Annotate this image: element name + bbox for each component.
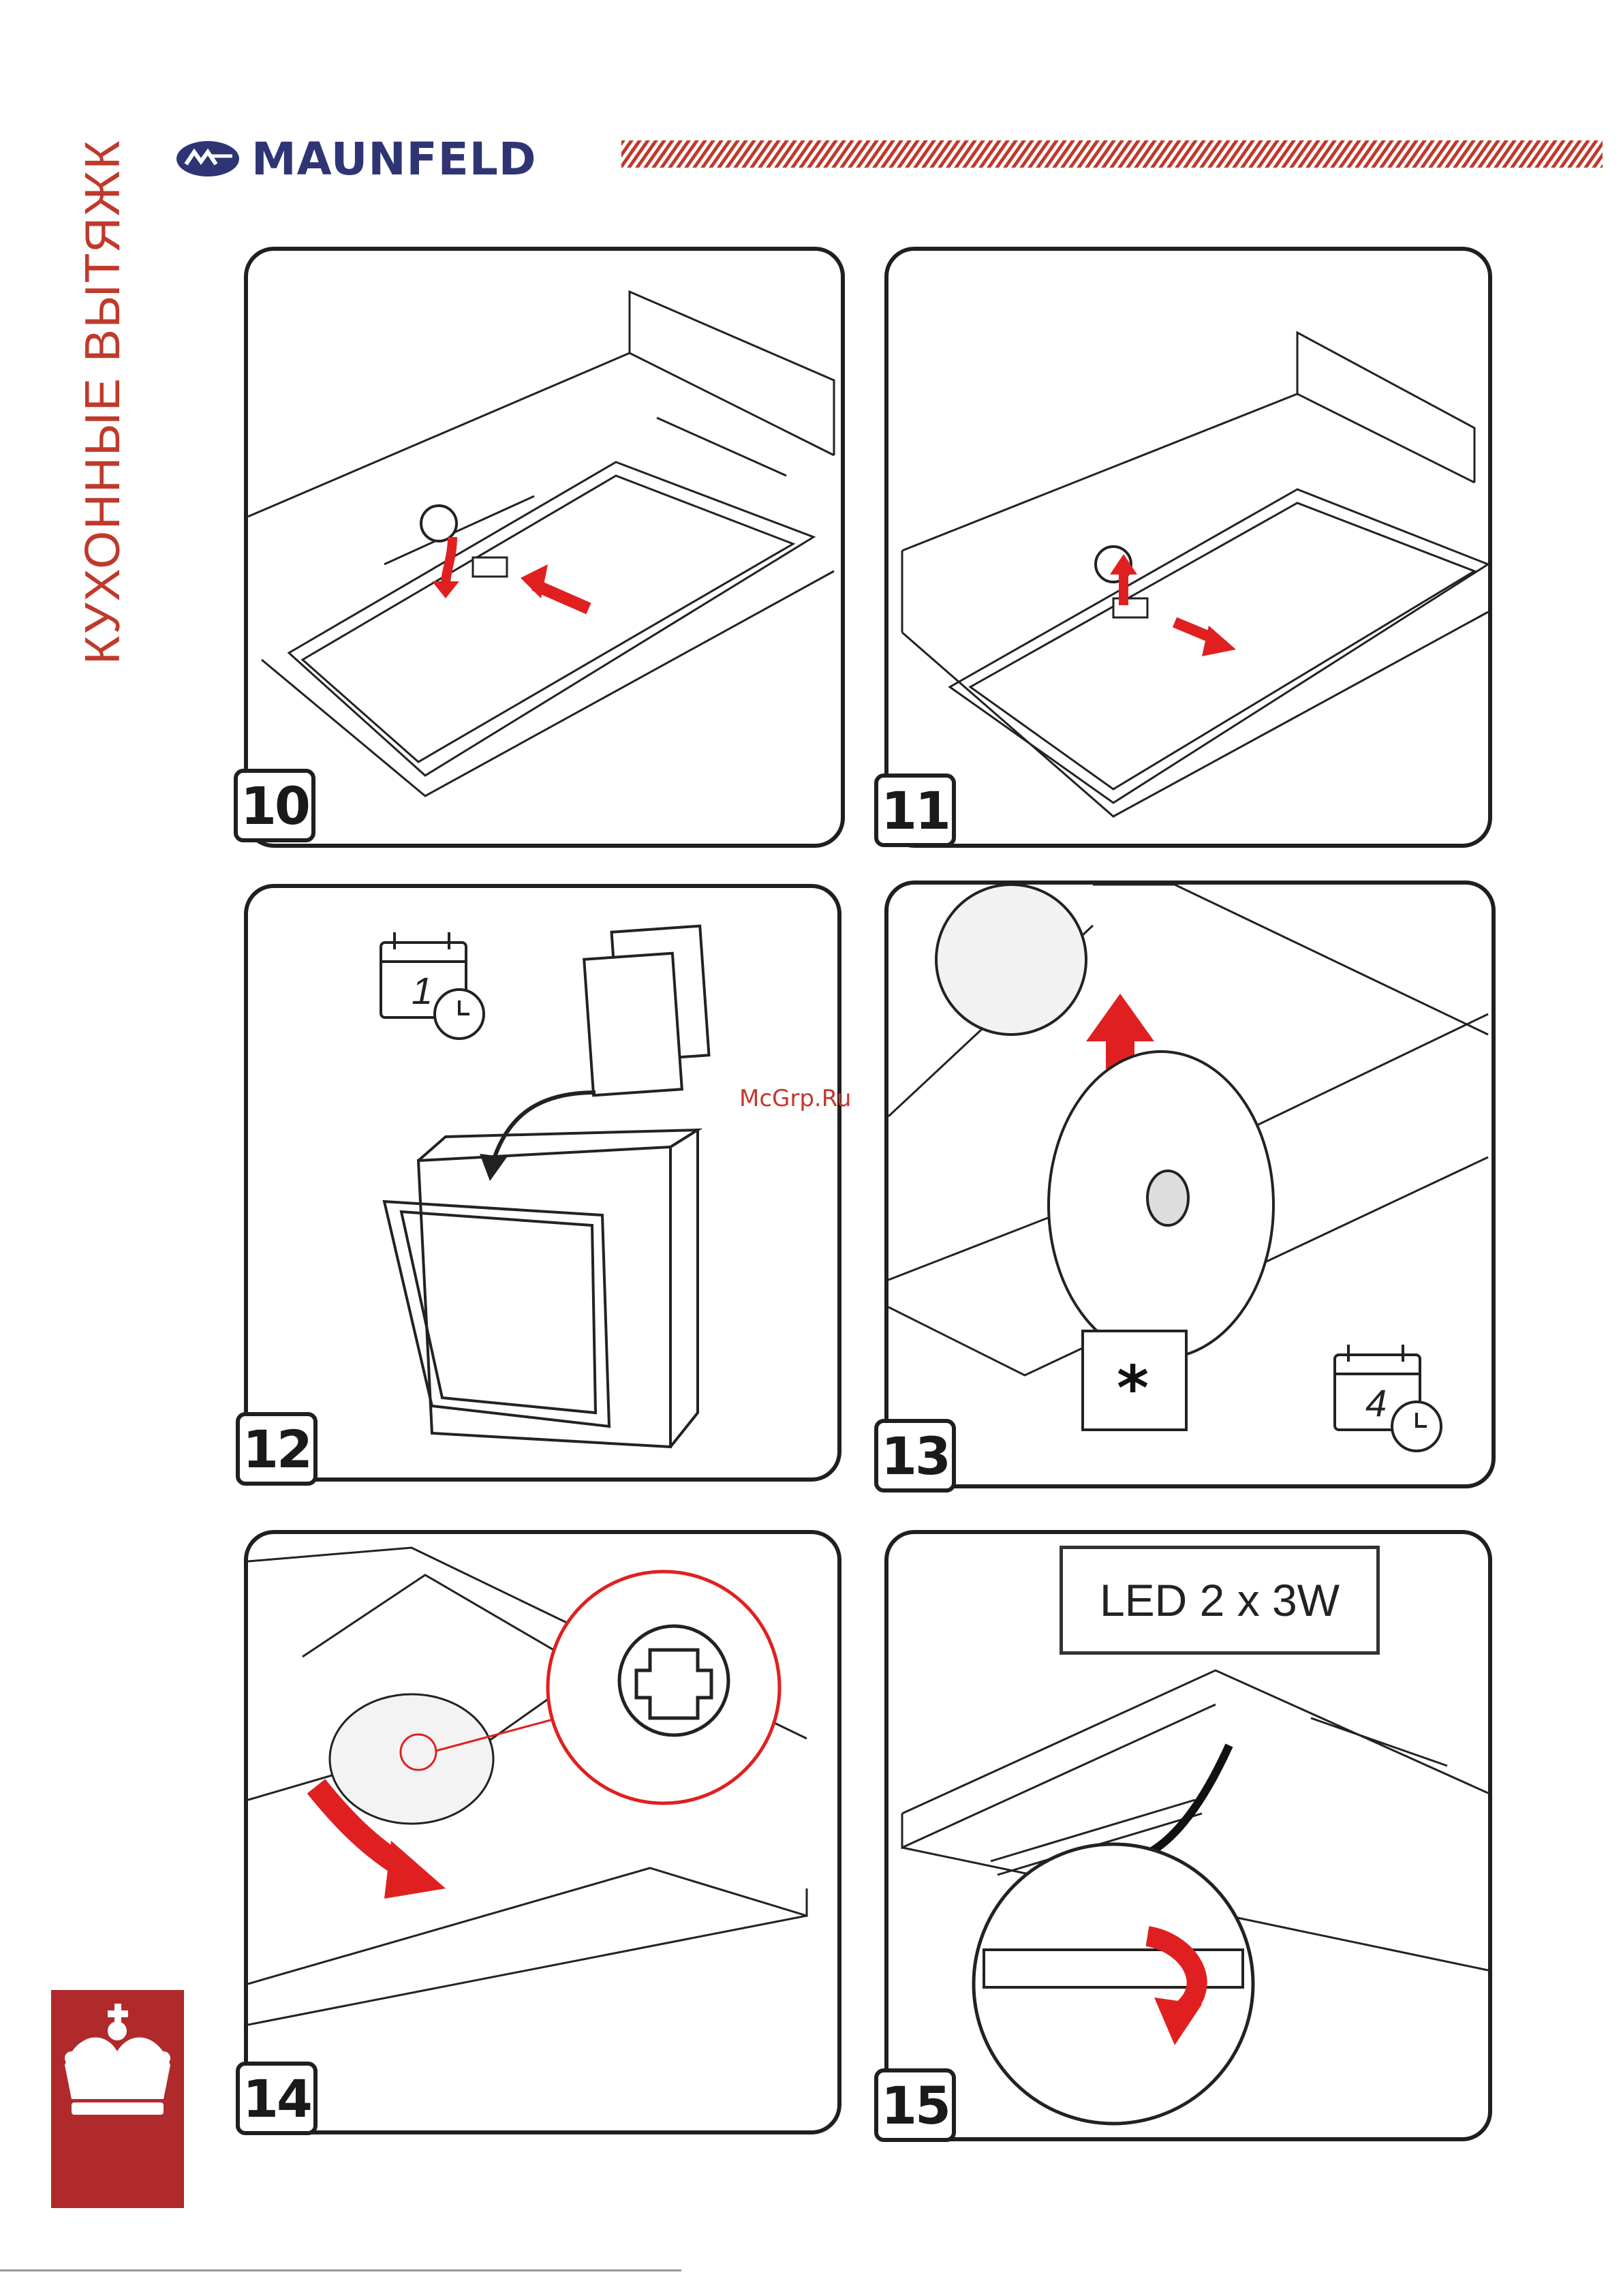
step-number-13: 13	[874, 1419, 956, 1493]
header-hatch-bar	[621, 140, 1603, 168]
brand-name: MAUNFELD	[251, 133, 537, 185]
step-number-12: 12	[236, 1412, 318, 1486]
calendar-number: 1	[412, 969, 433, 1012]
step-number-14: 14	[236, 2062, 318, 2135]
step-panel-13: * 4	[884, 881, 1496, 1488]
calendar-clock-icon	[1335, 1345, 1441, 1451]
led-spec-label: LED 2 x 3W	[1060, 1546, 1380, 1655]
arrow-icon	[493, 1092, 596, 1161]
calendar-number: 4	[1365, 1381, 1387, 1424]
step-number-15: 15	[874, 2068, 956, 2142]
brand-logo: MAUNFELD	[174, 135, 537, 183]
step-panel-11	[884, 247, 1492, 848]
callout-asterisk: *	[1117, 1353, 1149, 1424]
watermark: McGrp.Ru	[739, 1085, 851, 1112]
hood-drawing	[248, 251, 841, 844]
dishwasher-drawing: 1	[248, 888, 837, 1478]
arrow-icon	[446, 537, 452, 585]
step-panel-10	[244, 247, 845, 848]
section-title-text: КУХОННЫЕ ВЫТЯЖКИ	[76, 136, 130, 664]
crest-badge	[51, 1990, 184, 2208]
step-number-10: 10	[234, 769, 315, 842]
crown-crest-icon	[51, 1990, 184, 2208]
step-number-11: 11	[874, 774, 956, 847]
step-panel-14	[244, 1530, 841, 2134]
maunfeld-logo-icon	[174, 137, 242, 181]
step-panel-12: 1	[244, 884, 841, 1482]
motor-drawing	[248, 1534, 837, 2130]
footer-divider	[0, 2269, 681, 2271]
filter-drawing: * 4	[888, 885, 1491, 1484]
hood-drawing	[888, 251, 1488, 844]
section-title: КУХОННЫЕ ВЫТЯЖКИ	[68, 136, 143, 668]
